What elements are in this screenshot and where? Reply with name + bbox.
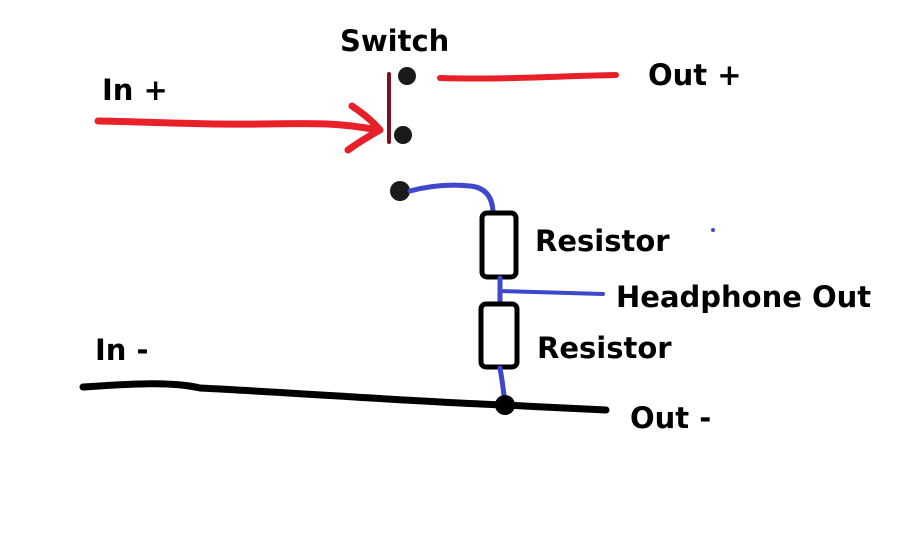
switch-terminal-bottom — [390, 181, 410, 201]
out-plus-wire — [437, 72, 619, 82]
ground-junction — [495, 395, 515, 415]
stray-dot — [711, 228, 715, 232]
ground-wire — [79, 380, 610, 414]
out-minus-label: Out - — [630, 401, 711, 435]
headphone-out-wire — [498, 289, 605, 296]
resistor-top-label: Resistor — [535, 224, 670, 258]
headphone-out-label: Headphone Out — [616, 280, 871, 314]
in-plus-wire — [94, 117, 382, 134]
in-minus-label: In - — [95, 333, 149, 367]
switch-terminal-top — [398, 67, 416, 85]
in-plus-label: In + — [102, 73, 168, 107]
resistor-top — [479, 210, 519, 280]
resistor-bottom — [478, 301, 520, 370]
in-plus-arrowhead — [344, 102, 384, 154]
switch-terminal-middle — [394, 126, 412, 144]
switch-label: Switch — [340, 24, 449, 58]
resistor-bottom-label: Resistor — [537, 331, 672, 365]
out-plus-label: Out + — [648, 58, 742, 92]
resistor-feed-wire — [407, 182, 496, 215]
